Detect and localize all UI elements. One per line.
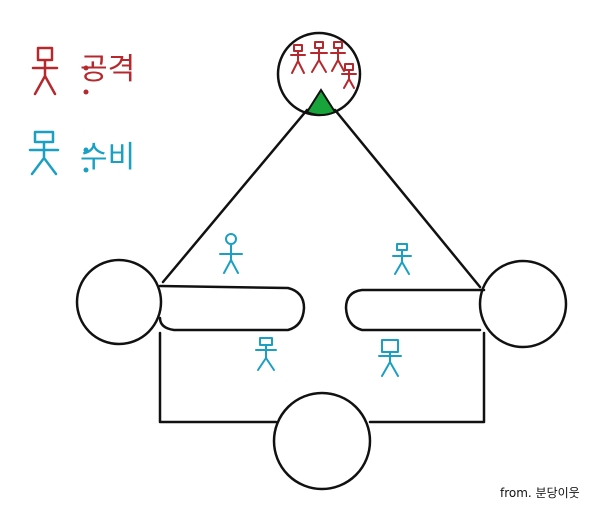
green-wedge: [305, 88, 337, 116]
bottom-circle: [272, 391, 372, 491]
defender-figure: [219, 233, 243, 274]
lower-rectangle: [158, 331, 278, 424]
defender-figure: [255, 337, 277, 371]
attack-colon: [83, 65, 89, 95]
left-circle: [75, 258, 163, 346]
triangle-left-side: [161, 108, 309, 284]
defense-colon: [83, 147, 89, 173]
right-circle: [478, 259, 568, 349]
right-bar: [344, 288, 486, 332]
attacker-figure: [290, 44, 306, 74]
attacker-figure: [330, 41, 346, 72]
credit-text: from. 분당이웃: [500, 486, 580, 500]
stick-figure-icon: [28, 130, 60, 176]
triangle-right-side: [333, 108, 482, 289]
defender-figure: [392, 243, 412, 275]
attacker-figure: [341, 63, 357, 89]
stick-figure-icon: [31, 46, 59, 96]
left-bar: [158, 284, 306, 332]
legend-defense-label: 수비: [80, 140, 136, 175]
lower-rectangle-right: [368, 331, 486, 424]
attacker-figure: [310, 41, 328, 73]
defender-figure: [378, 339, 402, 377]
legend-attack-label: 공격: [80, 52, 136, 87]
